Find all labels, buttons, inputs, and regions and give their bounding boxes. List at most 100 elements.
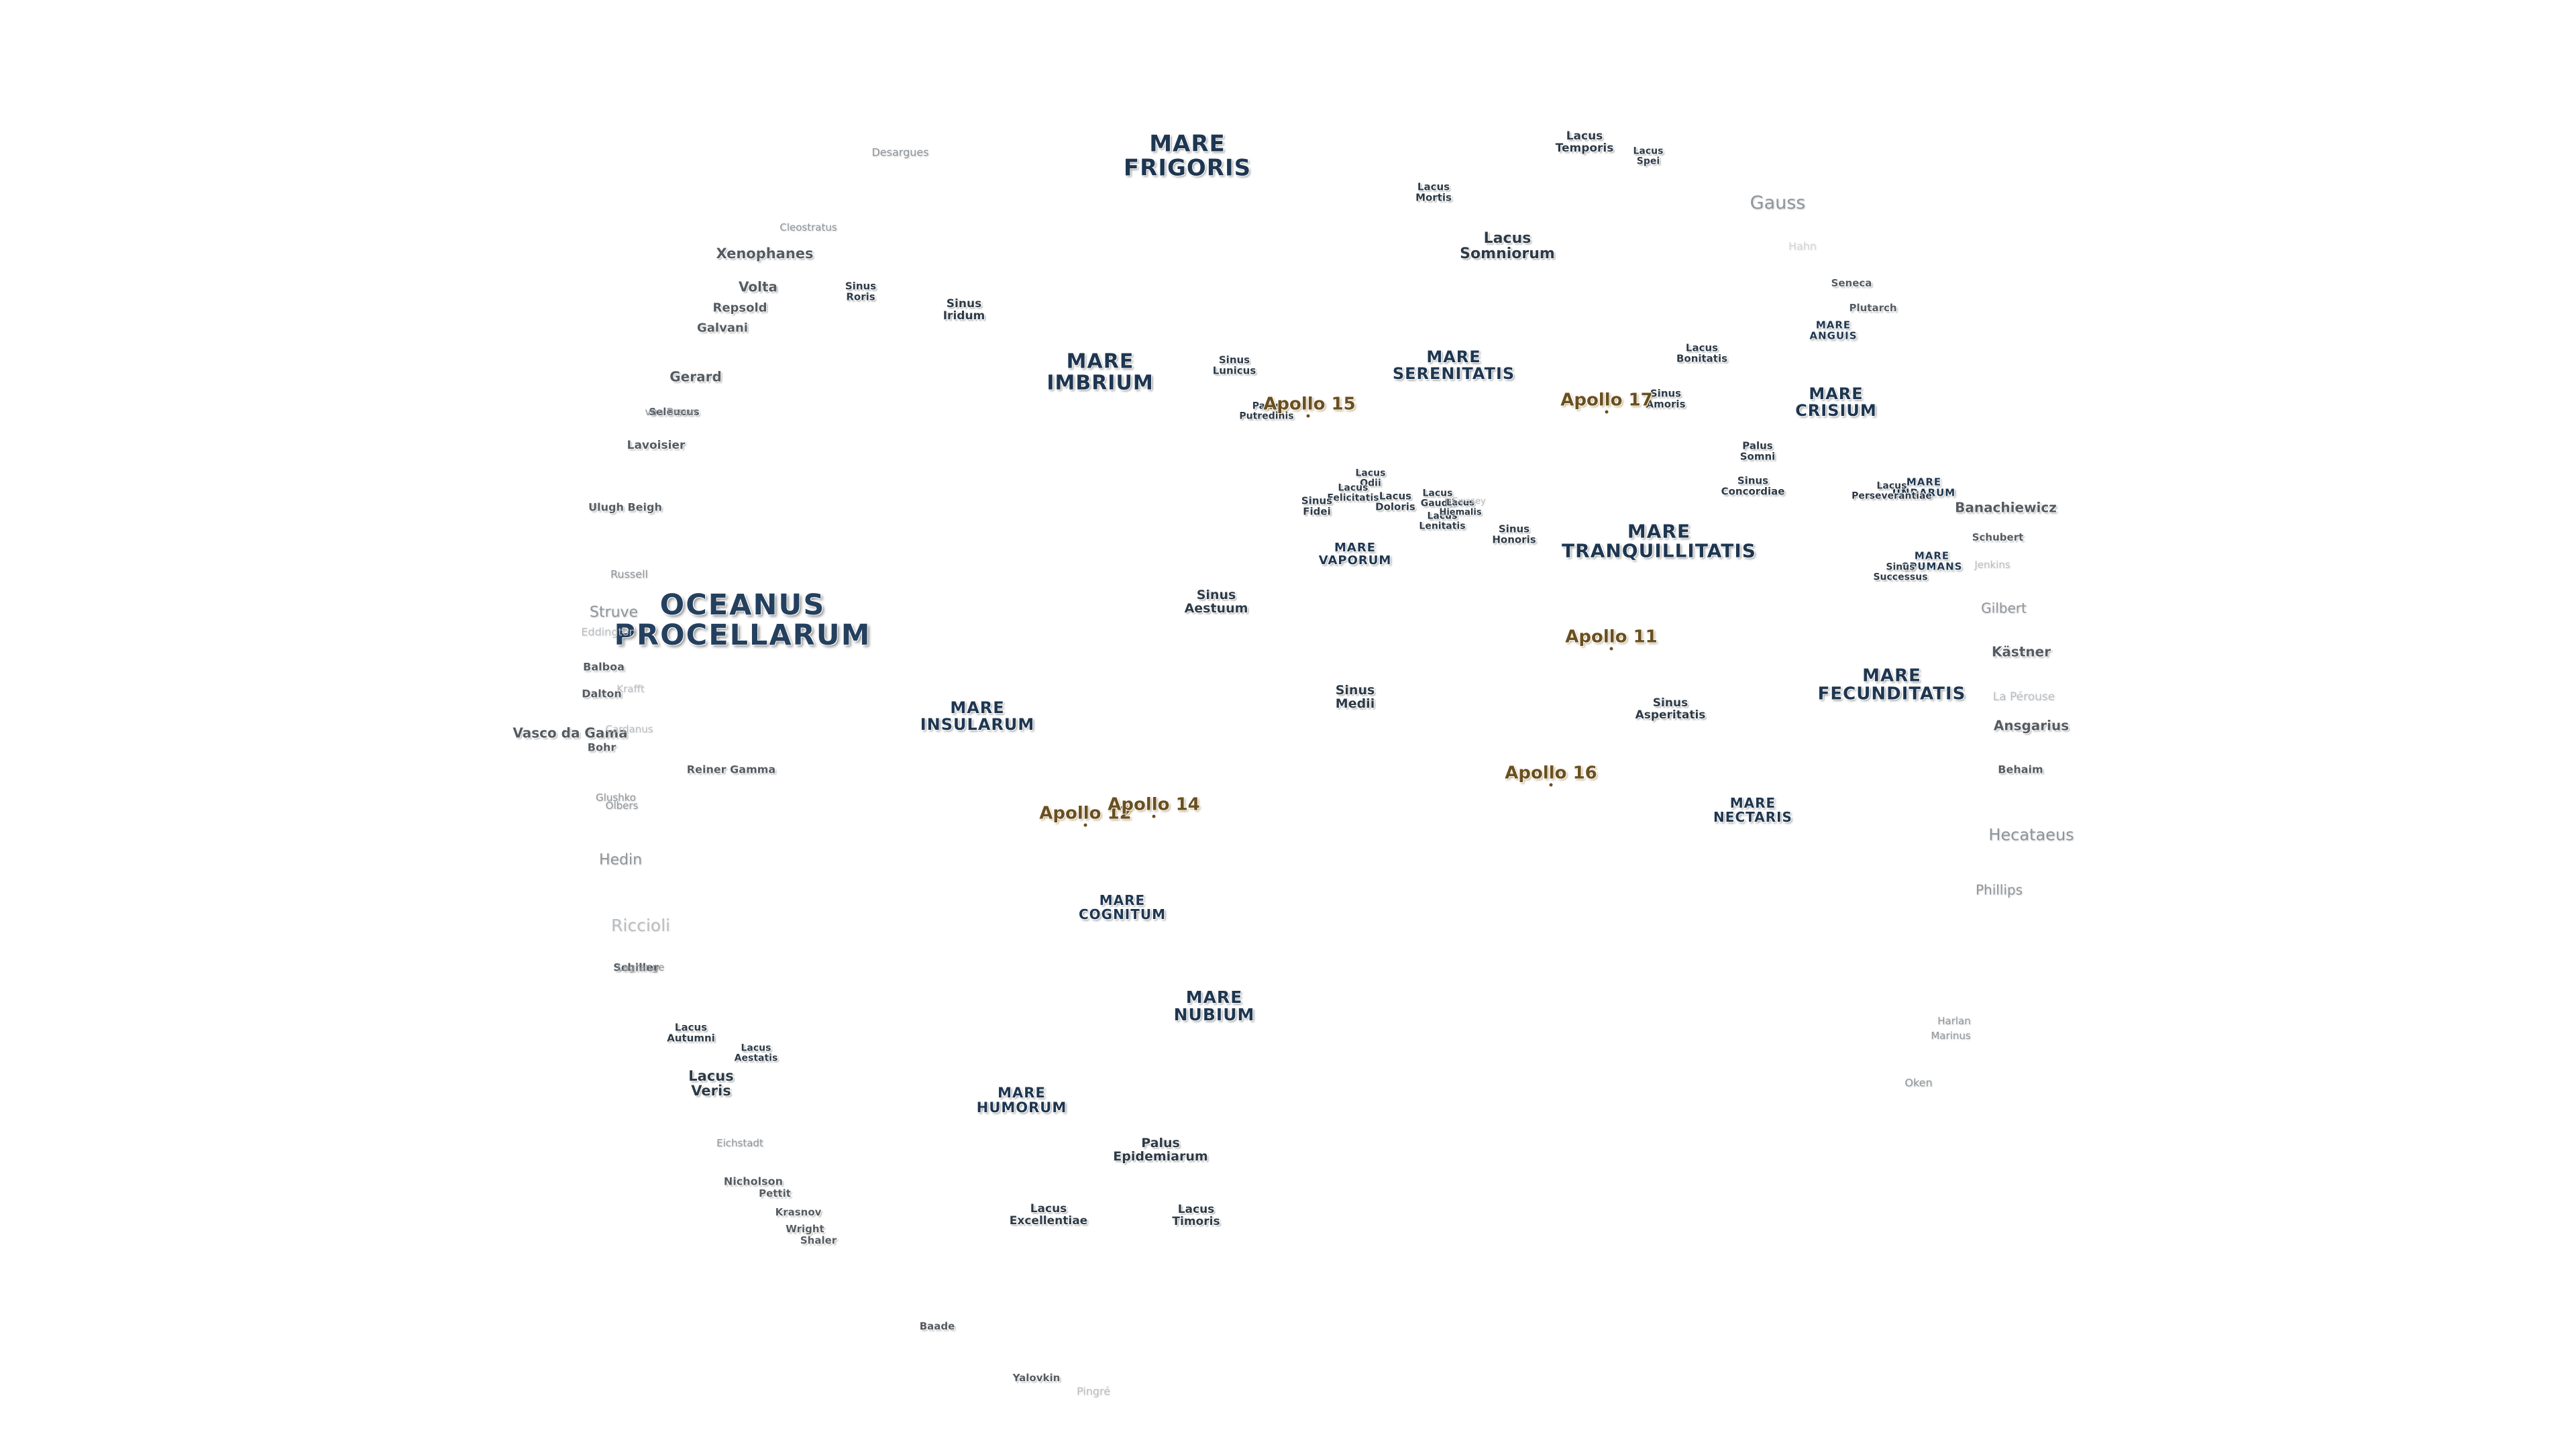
apollo-site-label: Apollo 16: [1505, 763, 1597, 784]
feature-label: Sinus Successus: [1873, 561, 1928, 582]
mare-label: MARE SERENITATIS: [1392, 347, 1515, 383]
crater-label: Lagrange: [616, 961, 665, 974]
feature-label: Lacus Lenitatis: [1419, 511, 1466, 531]
crater-label: Marinus: [1931, 1030, 1971, 1042]
mare-label: MARE COGNITUM: [1078, 892, 1167, 922]
crater-label: Ansgarius: [1993, 717, 2070, 734]
crater-label: Schubert: [1972, 531, 2024, 544]
crater-label: Repsold: [712, 301, 767, 315]
mare-label: MARE IMBRIUM: [1046, 350, 1154, 394]
crater-label: Schiller: [613, 961, 659, 974]
landing-site-marker: [1152, 814, 1156, 818]
apollo-site-label: Apollo 12: [1039, 803, 1132, 824]
feature-label: Lacus Bonitatis: [1676, 341, 1728, 364]
landing-site-marker: [1083, 823, 1087, 827]
feature-label: Sinus Amoris: [1646, 387, 1686, 410]
crater-label: Harlan: [1937, 1015, 1971, 1028]
crater-label: Bohr: [587, 741, 616, 754]
landing-site-marker: [1549, 783, 1553, 787]
crater-label: Lavoisier: [627, 439, 686, 453]
mare-label: MARE FECUNDITATIS: [1817, 665, 1966, 704]
crater-label: Krasnov: [775, 1206, 822, 1219]
mare-label: MARE CRISIUM: [1795, 384, 1877, 420]
crater-label: La Pérouse: [1992, 690, 2055, 704]
feature-label: Lacus Autumni: [667, 1021, 715, 1044]
crater-label: Hecataeus: [1988, 825, 2074, 845]
crater-label: Pingré: [1076, 1385, 1111, 1398]
apollo-site-label: Apollo 11: [1565, 627, 1658, 647]
mare-label: MARE ANGUIS: [1809, 319, 1858, 341]
mare-label: MARE NECTARIS: [1713, 795, 1792, 825]
crater-label: Cleostratus: [780, 221, 837, 234]
crater-label: Jenkins: [1974, 559, 2010, 572]
crater-label: Vasco da Gama: [513, 724, 628, 741]
mare-label: MARE UNDARUM: [1892, 476, 1956, 498]
crater-label: Reiner Gamma: [686, 763, 776, 776]
feature-label: Lacus Aestatis: [734, 1042, 778, 1063]
crater-label: Shaler: [800, 1234, 837, 1247]
crater-label: Olbers: [605, 800, 639, 812]
crater-label: Galvani: [697, 321, 748, 335]
crater-label: Banachiewicz: [1955, 499, 2057, 516]
feature-label: Lacus Temporis: [1555, 129, 1614, 155]
crater-label: Swasey: [1452, 496, 1486, 507]
feature-label: Lacus Spei: [1633, 146, 1664, 166]
crater-label: Gerard: [669, 368, 722, 385]
mare-label: MARE TRANQUILLITATIS: [1562, 520, 1756, 562]
landing-site-marker: [1306, 414, 1310, 418]
feature-label: Sinus Medii: [1335, 683, 1375, 711]
crater-label: Hedin: [598, 851, 643, 869]
ocean-label: OCEANUS PROCELLARUM: [614, 588, 871, 652]
mare-label: MARE SPUMANS: [1901, 549, 1963, 572]
mare-label: MARE INSULARUM: [920, 698, 1035, 734]
feature-label: Lacus Gaudii: [1420, 488, 1455, 508]
crater-label: Eddington: [581, 625, 636, 639]
feature-label: Lacus Mortis: [1415, 180, 1452, 203]
mare-label: MARE NUBIUM: [1173, 987, 1255, 1024]
crater-label: Balboa: [583, 660, 625, 674]
feature-label: Lacus Veris: [688, 1067, 734, 1099]
landing-site-marker: [1605, 410, 1609, 414]
crater-label: Russell: [610, 568, 648, 581]
crater-label: Volta: [738, 278, 778, 295]
crater-label: Krafft: [616, 683, 645, 696]
apollo-site-label: Apollo 14: [1108, 794, 1200, 815]
feature-label: Sinus Roris: [845, 280, 877, 303]
mare-label: MARE HUMORUM: [976, 1084, 1067, 1116]
crater-label: von Braun: [645, 406, 697, 419]
landing-site-marker: [1609, 647, 1613, 651]
crater-label: Seleucus: [649, 406, 700, 419]
feature-label: Sinus Asperitatis: [1635, 696, 1706, 722]
apollo-site-label: Apollo 17: [1560, 390, 1653, 411]
crater-label: Dalton: [582, 687, 622, 700]
crater-label: Baade: [919, 1320, 955, 1333]
crater-label: Riccioli: [611, 915, 670, 935]
apollo-site-label: Apollo 15: [1263, 394, 1356, 415]
crater-label: Xenophanes: [716, 245, 814, 262]
crater-label: Gilbert: [1981, 600, 2027, 616]
crater-label: Struve: [589, 604, 639, 621]
feature-label: Lacus Felicitatis: [1327, 482, 1379, 503]
crater-label: Hahn: [1788, 239, 1817, 253]
feature-label: Lacus Hiemalis: [1439, 498, 1482, 517]
mare-label: MARE VAPORUM: [1318, 541, 1392, 568]
feature-label: Sinus Concordiae: [1721, 474, 1785, 497]
feature-label: Palus Somni: [1739, 439, 1776, 462]
crater-label: Gauss: [1750, 192, 1806, 213]
feature-label: Palus Putredinis: [1239, 400, 1294, 421]
feature-label: Lacus Somniorum: [1460, 229, 1555, 262]
crater-label: Ulugh Beigh: [588, 500, 662, 514]
crater-label: Cardanus: [605, 723, 653, 736]
crater-label: Behaim: [1998, 763, 2043, 776]
feature-label: Lacus Timoris: [1172, 1203, 1220, 1228]
crater-label: Seneca: [1831, 277, 1872, 290]
crater-label: Glushko: [596, 792, 636, 804]
feature-label: Lacus Perseverantiae: [1851, 480, 1932, 501]
feature-label: Lacus Odii: [1355, 468, 1386, 488]
crater-label: Yalovkin: [1012, 1372, 1061, 1385]
mare-label: MARE FRIGORIS: [1123, 130, 1252, 181]
feature-label: Sinus Fidei: [1301, 494, 1333, 517]
feature-label: Sinus Iridum: [943, 297, 985, 323]
crater-label: Pettit: [759, 1187, 791, 1200]
